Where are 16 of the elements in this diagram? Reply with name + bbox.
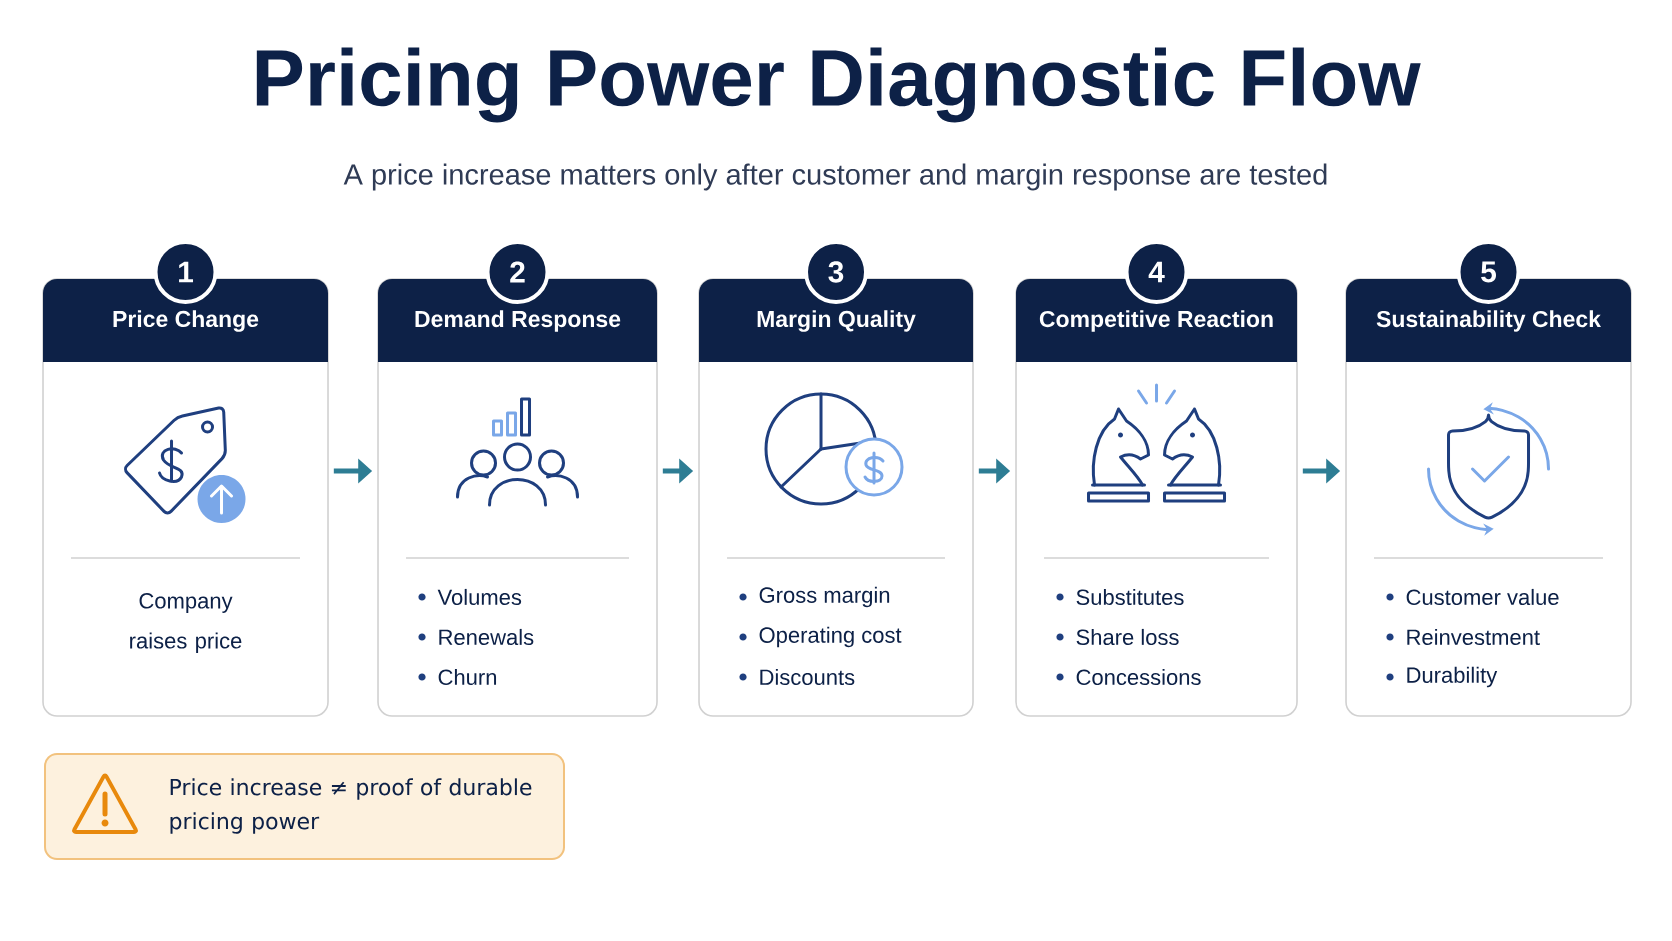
bullet-item: Reinvestment <box>1386 628 1540 646</box>
bullet-item: Discounts <box>739 668 855 686</box>
bullet-item: Operating cost <box>739 626 902 648</box>
bullet-item: Concessions <box>1056 668 1201 686</box>
description: Company raises price <box>130 593 242 653</box>
bullet-item: Durability <box>1386 666 1498 688</box>
bullet-item: Volumes <box>418 588 522 606</box>
bullet-item: Substitutes <box>1056 588 1184 606</box>
title: Pricing Power Diagnostic Flow <box>256 47 1421 123</box>
bullet-item: Gross margin <box>739 586 890 608</box>
bullet-item: Churn <box>418 668 496 686</box>
subtitle: A price increase matters only after customer and margin response are tested <box>343 163 1327 191</box>
bullet-item: Renewals <box>418 628 534 646</box>
bullet-item: Share loss <box>1056 628 1179 646</box>
warning-box: Price increase ≠ proof of durable pricing power <box>44 753 565 860</box>
bullet-item: Customer value <box>1386 588 1559 606</box>
